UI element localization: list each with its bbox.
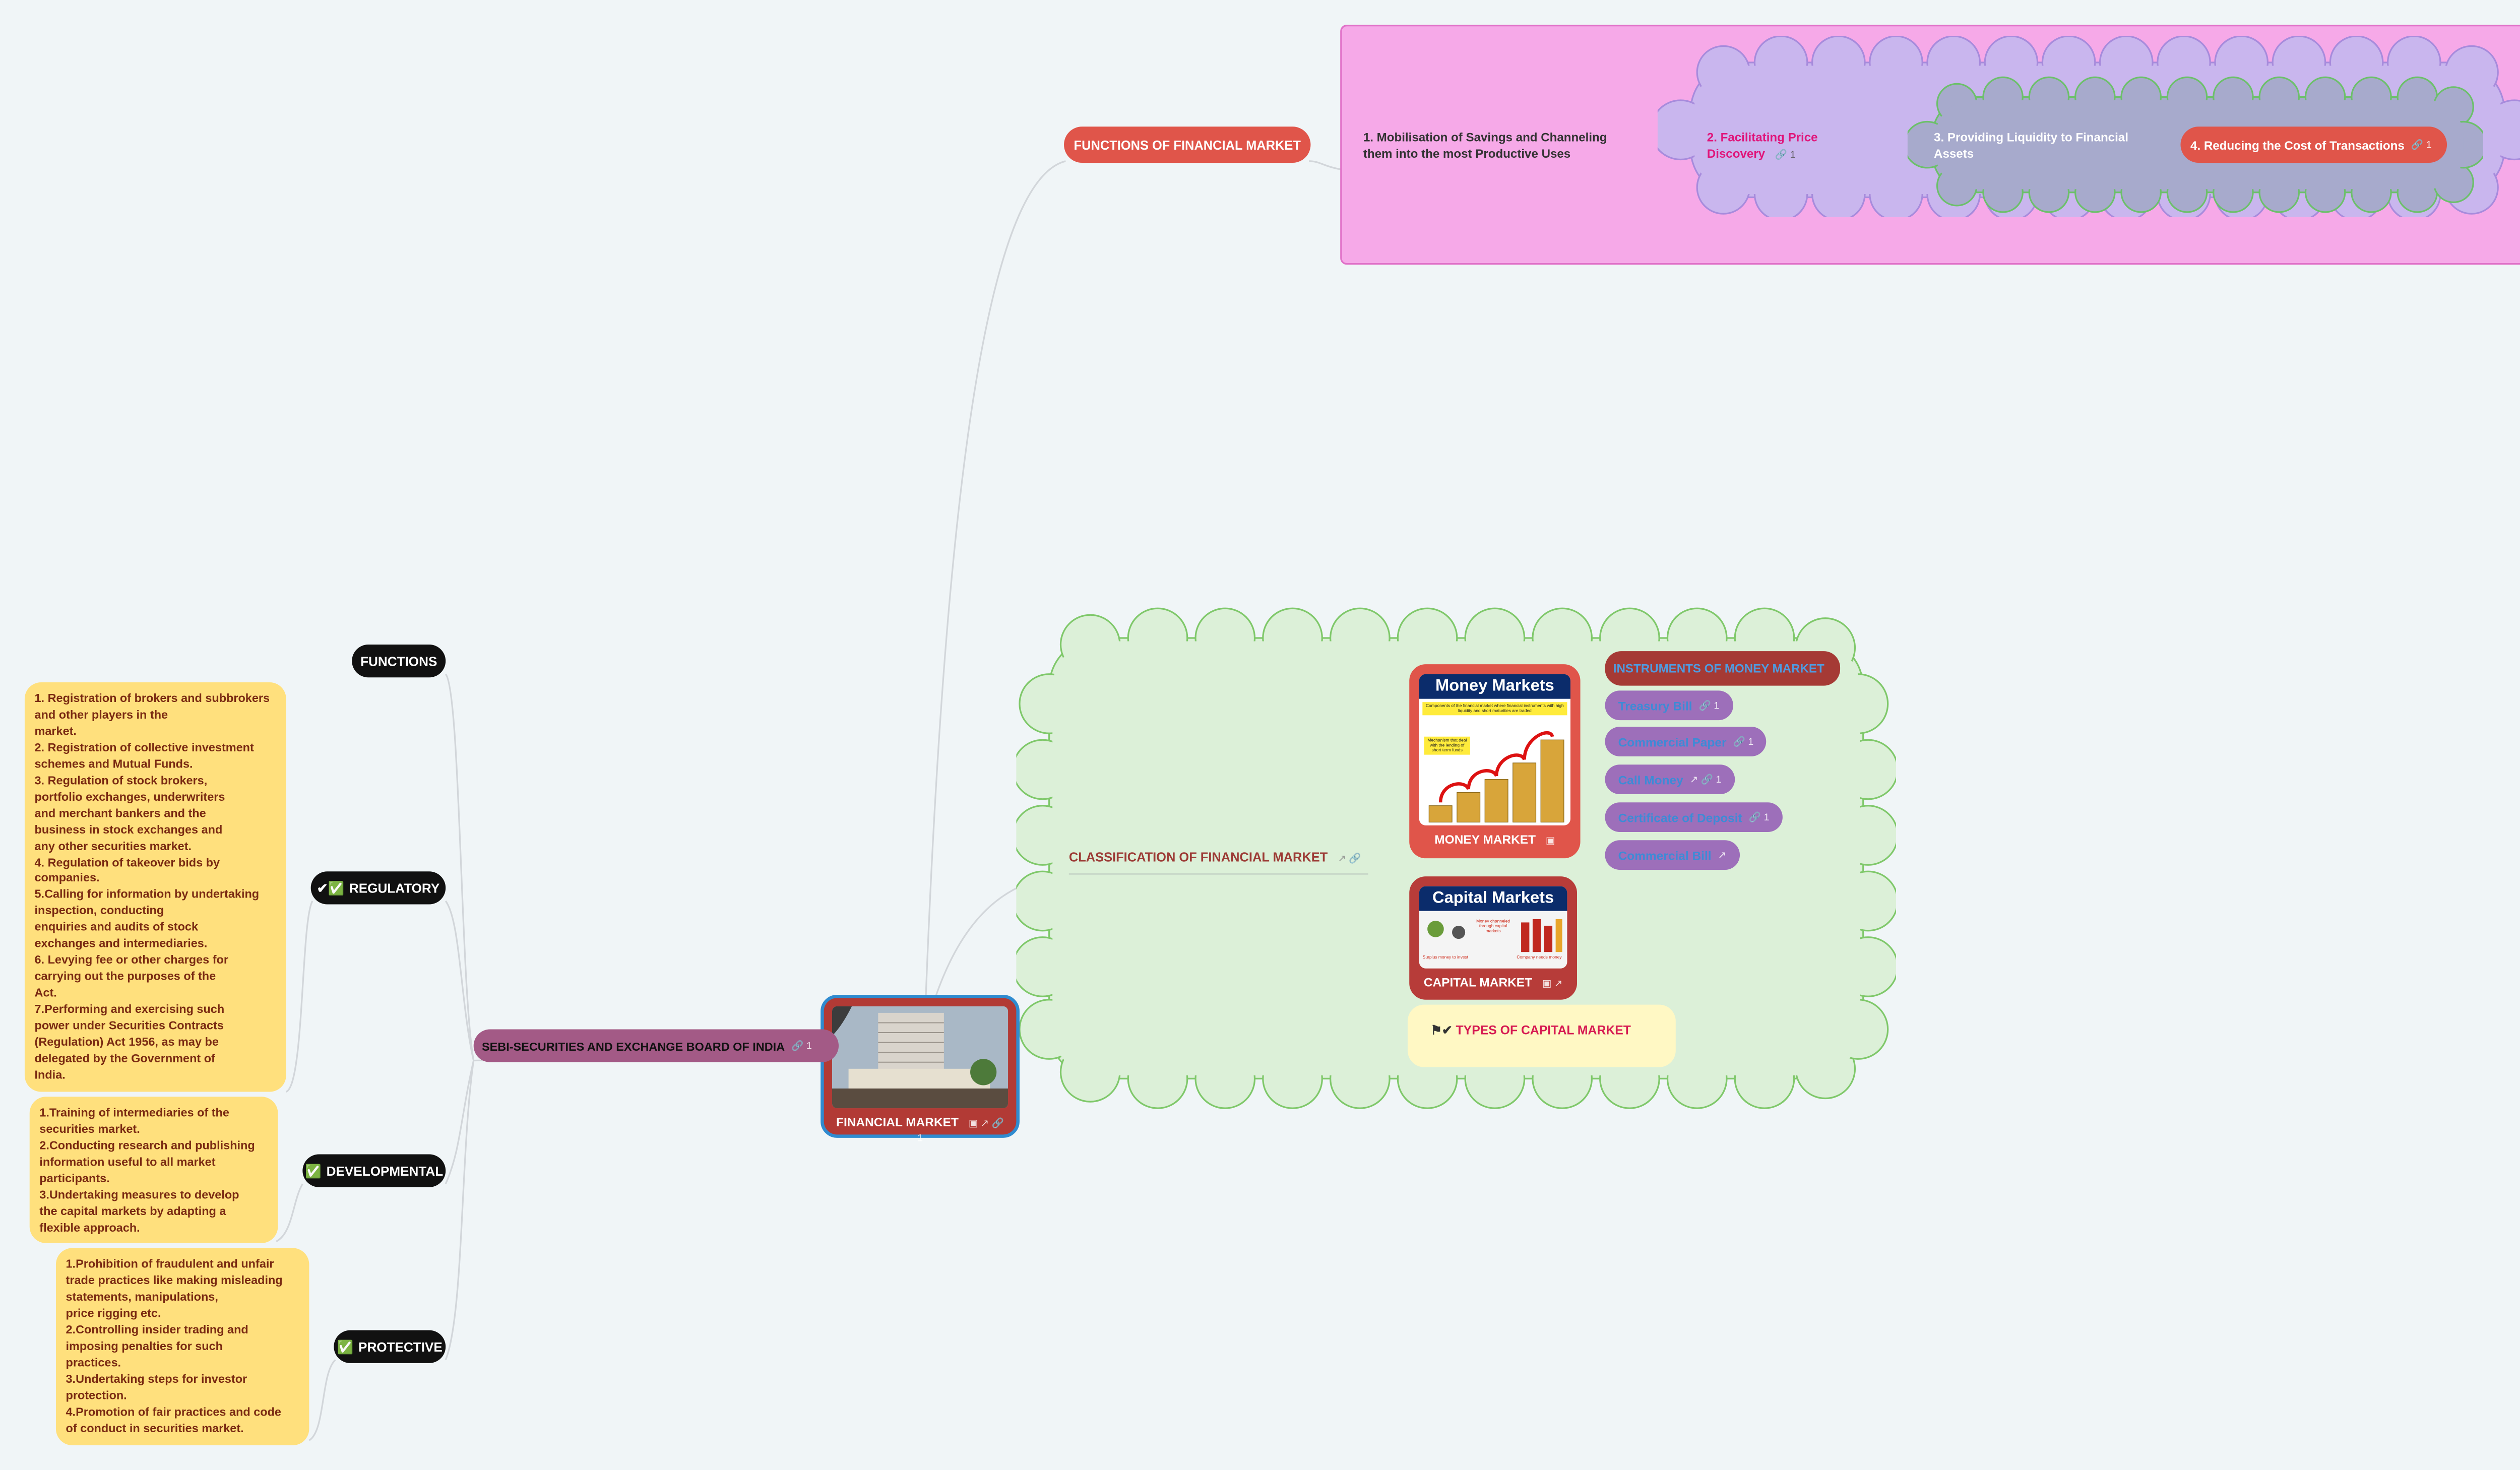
link-icon: 🔗 1 (1698, 701, 1720, 712)
classification-node-label: CLASSIFICATION OF FINANCIAL MARKET (1068, 850, 1328, 865)
money-markets-image-caption-2: Mechanism that deal with the lending of … (1424, 736, 1470, 755)
function-item-price-discovery[interactable]: 2. Facilitating Price Discovery 🔗 1 (1707, 130, 1868, 165)
instrument-commercial-bill[interactable]: Commercial Bill ↗ (1605, 840, 1740, 870)
instrument-label: Commercial Paper (1618, 734, 1727, 749)
developmental-node[interactable]: ✅ DEVELOPMENTAL (302, 1154, 446, 1187)
function-item-mobilisation[interactable]: 1. Mobilisation of Savings and Channelin… (1363, 130, 1634, 163)
instruments-header-node[interactable]: INSTRUMENTS OF MONEY MARKET (1605, 651, 1841, 686)
function-item-label: 4. Reducing the Cost of Transactions (2190, 137, 2405, 152)
check-icon: ✅ (305, 1163, 322, 1178)
types-label: TYPES OF CAPITAL MARKET (1456, 1022, 1631, 1038)
instrument-label: Certificate of Deposit (1618, 809, 1742, 825)
instrument-certificate-of-deposit[interactable]: Certificate of Deposit 🔗 1 (1605, 802, 1783, 832)
money-market-label: MONEY MARKET ▣ (1419, 832, 1570, 847)
function-item-label: 1. Mobilisation of Savings and Channelin… (1363, 130, 1607, 161)
root-label: FINANCIAL MARKET ▣ ↗ 🔗 1 (832, 1115, 1008, 1144)
regulatory-note[interactable]: 1. Registration of brokers and subbroker… (24, 682, 286, 1092)
capital-markets-caption-1: Surplus money to invest (1422, 955, 1469, 961)
link-icon: ↗ 🔗 1 (1689, 775, 1722, 785)
function-item-reducing-cost[interactable]: 4. Reducing the Cost of Transactions 🔗 1 (2180, 126, 2447, 163)
image-badge-icon: ▣ ↗ (1542, 980, 1563, 990)
capital-market-label-text: CAPITAL MARKET (1423, 975, 1533, 990)
regulatory-label: REGULATORY (349, 880, 440, 896)
capital-markets-caption-3: Company needs money (1517, 955, 1562, 961)
instrument-label: Treasury Bill (1618, 698, 1692, 713)
stock-exchange-image (832, 1006, 1009, 1109)
link-icon: 🔗 1 (1775, 151, 1796, 161)
root-financial-market-node[interactable]: FINANCIAL MARKET ▣ ↗ 🔗 1 (821, 994, 1020, 1144)
money-market-node[interactable]: Money Markets Components of the financia… (1409, 664, 1581, 859)
link-icon: ↗ (1718, 851, 1727, 861)
protective-note[interactable]: 1.Prohibition of fraudulent and unfair t… (55, 1248, 309, 1446)
function-item-label: 3. Providing Liquidity to Financial Asse… (1934, 130, 2128, 161)
functions-of-financial-market-node[interactable]: FUNCTIONS OF FINANCIAL MARKET (1064, 126, 1311, 163)
money-markets-image-title: Money Markets (1419, 674, 1570, 699)
sebi-label: SEBI-SECURITIES AND EXCHANGE BOARD OF IN… (482, 1038, 785, 1053)
check-icon: ✔✅ (317, 880, 345, 896)
root-label-text: FINANCIAL MARKET (836, 1115, 959, 1130)
protective-node[interactable]: ✅ PROTECTIVE (334, 1330, 446, 1363)
instrument-label: Call Money (1618, 772, 1683, 787)
instrument-call-money[interactable]: Call Money ↗ 🔗 1 (1605, 764, 1735, 794)
capital-markets-caption-2: Money channeled through capital markets (1476, 919, 1510, 934)
coin-stacks-icon (1428, 731, 1564, 823)
functions-node-label: FUNCTIONS OF FINANCIAL MARKET (1074, 137, 1301, 152)
link-icon: 🔗 1 (1733, 737, 1754, 747)
root-badges-icon: ▣ ↗ 🔗 1 (917, 1119, 1004, 1144)
image-badge-icon: ▣ (1545, 837, 1555, 847)
developmental-note[interactable]: 1.Training of intermediaries of the secu… (29, 1097, 278, 1243)
check-icon: ✅ (337, 1339, 354, 1354)
capital-market-label: CAPITAL MARKET ▣ ↗ (1419, 975, 1567, 990)
money-markets-image-caption-1: Components of the financial market where… (1422, 702, 1567, 716)
link-icon: ↗ 🔗 (1338, 855, 1361, 865)
classification-node[interactable]: CLASSIFICATION OF FINANCIAL MARKET ↗ 🔗 (1068, 850, 1368, 875)
types-of-capital-market-node[interactable]: ⚑✔ TYPES OF CAPITAL MARKET (1407, 1004, 1676, 1067)
building-icon (832, 1006, 1009, 1109)
developmental-label: DEVELOPMENTAL (326, 1163, 444, 1178)
link-icon: 🔗 1 (1748, 813, 1770, 823)
capital-market-node[interactable]: Capital Markets Surplus money to invest … (1409, 876, 1578, 1000)
instrument-label: Commercial Bill (1618, 847, 1712, 863)
link-icon: 🔗 1 (2411, 140, 2432, 151)
function-item-liquidity[interactable]: 3. Providing Liquidity to Financial Asse… (1934, 130, 2164, 163)
capital-flow-icon (1427, 919, 1562, 952)
types-prefix-icons: ⚑✔ (1430, 1022, 1453, 1038)
money-markets-image: Money Markets Components of the financia… (1419, 674, 1570, 825)
capital-markets-image: Capital Markets Surplus money to invest … (1419, 886, 1567, 969)
sebi-functions-node[interactable]: FUNCTIONS (352, 645, 446, 678)
instrument-treasury-bill[interactable]: Treasury Bill 🔗 1 (1605, 690, 1733, 721)
money-market-label-text: MONEY MARKET (1434, 832, 1536, 847)
gray-cloud-boundary (1907, 76, 2483, 213)
sebi-node[interactable]: SEBI-SECURITIES AND EXCHANGE BOARD OF IN… (473, 1029, 839, 1062)
capital-markets-image-title: Capital Markets (1419, 886, 1567, 911)
sebi-functions-label: FUNCTIONS (360, 653, 437, 669)
instrument-commercial-paper[interactable]: Commercial Paper 🔗 1 (1605, 727, 1767, 756)
instruments-header-label: INSTRUMENTS OF MONEY MARKET (1613, 661, 1824, 676)
protective-label: PROTECTIVE (358, 1339, 443, 1354)
link-icon: 🔗 1 (791, 1041, 812, 1052)
function-item-label: 2. Facilitating Price Discovery (1707, 130, 1818, 161)
regulatory-node[interactable]: ✔✅ REGULATORY (310, 871, 446, 905)
